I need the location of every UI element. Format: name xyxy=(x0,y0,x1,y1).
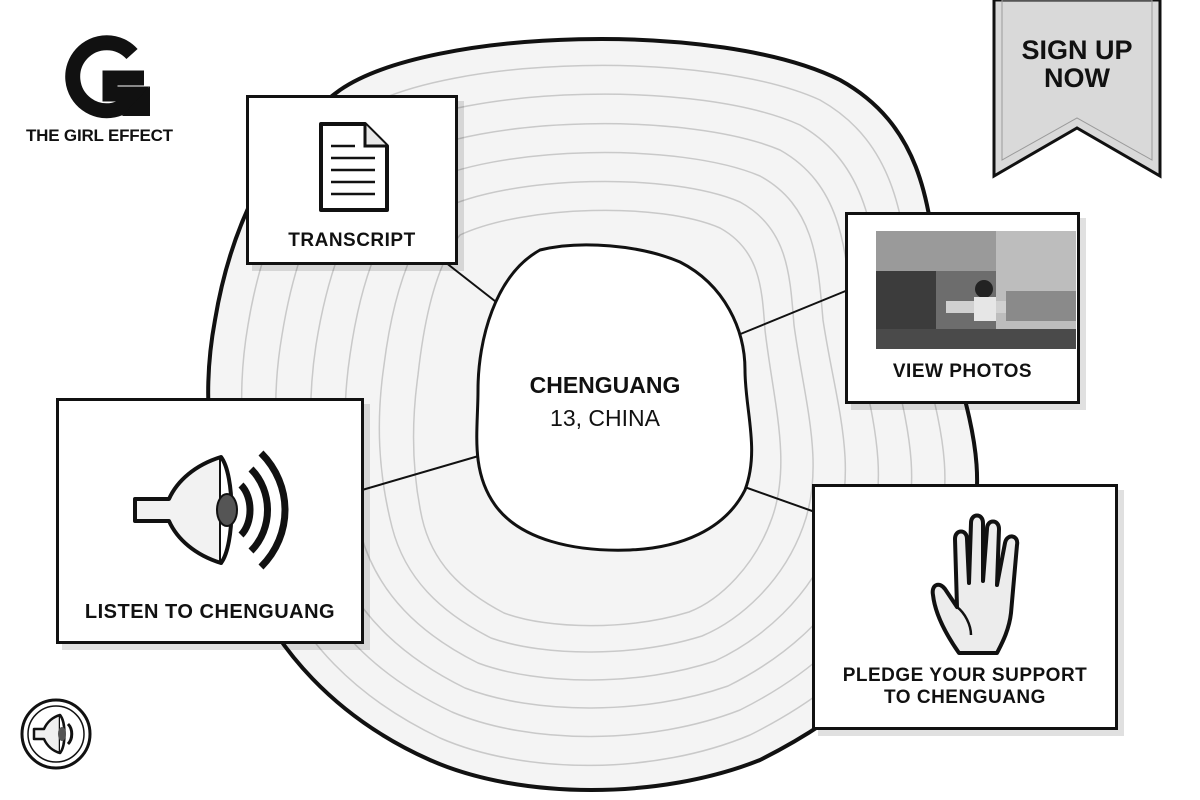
raised-hand-icon xyxy=(930,513,1020,655)
pledge-label-line1: PLEDGE YOUR SUPPORT xyxy=(842,665,1088,686)
profile-name: CHENGUANG xyxy=(529,372,681,398)
brand-name: THE GIRL EFFECT xyxy=(26,126,173,145)
g-arrow-logo-icon xyxy=(65,35,150,119)
view-photos-label: VIEW PHOTOS xyxy=(892,361,1033,382)
ribbon-banner-icon xyxy=(992,0,1162,179)
listen-label: LISTEN TO CHENGUANG xyxy=(84,601,336,623)
transcript-label: TRANSCRIPT xyxy=(288,230,416,251)
pledge-label-line2: TO CHENGUANG xyxy=(884,687,1046,708)
sign-up-now-button[interactable]: SIGN UP NOW xyxy=(990,0,1164,180)
view-photos-card[interactable]: VIEW PHOTOS xyxy=(845,212,1080,404)
photo-thumbnail xyxy=(876,231,1076,349)
girl-effect-logo[interactable]: THE GIRL EFFECT xyxy=(22,34,192,154)
listen-card[interactable]: LISTEN TO CHENGUANG xyxy=(56,398,364,644)
document-icon xyxy=(319,122,389,212)
sound-toggle-button[interactable] xyxy=(18,696,94,772)
pledge-card[interactable]: PLEDGE YOUR SUPPORT TO CHENGUANG xyxy=(812,484,1118,730)
transcript-card[interactable]: TRANSCRIPT xyxy=(246,95,458,265)
profile-details: 13, CHINA xyxy=(550,405,660,431)
profile-center-blob xyxy=(475,243,754,552)
sign-up-label: SIGN UP NOW xyxy=(1021,35,1133,93)
speaker-icon xyxy=(133,450,289,570)
speaker-icon xyxy=(20,698,92,770)
